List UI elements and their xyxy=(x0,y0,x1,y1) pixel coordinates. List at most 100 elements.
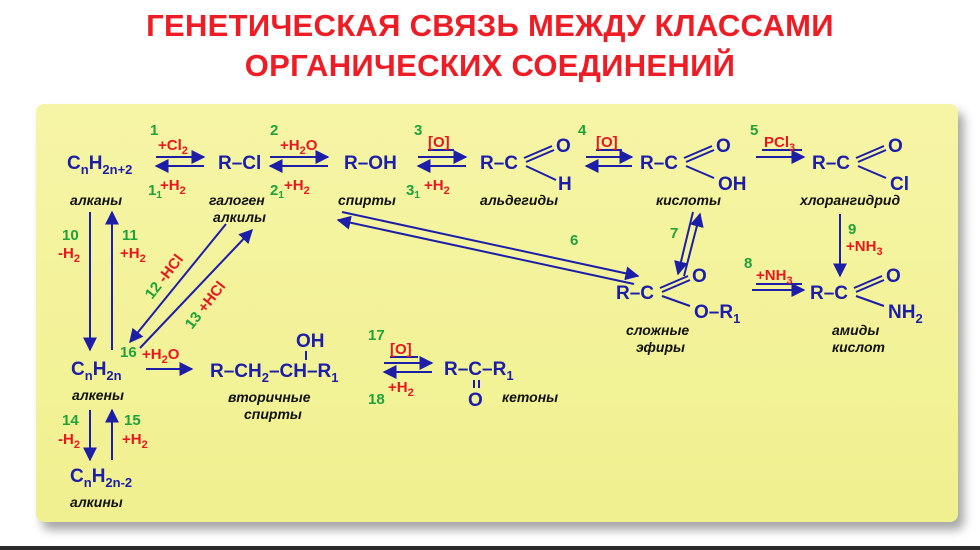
svg-text:NH2: NH2 xyxy=(888,302,923,326)
reaction-number-11: 11 xyxy=(122,227,138,244)
condition-17: [O] xyxy=(390,341,412,358)
arrow-6 xyxy=(341,211,640,281)
svg-text:O: O xyxy=(716,136,731,157)
condition-3-1: +H2 xyxy=(424,177,450,197)
condition-11: +H2 xyxy=(120,245,146,265)
label-esters-1: сложные xyxy=(626,322,689,338)
reaction-number-16: 16 xyxy=(120,344,137,361)
reaction-number-4: 4 xyxy=(578,122,587,139)
node-alkynes: CnH2n-2 алкины xyxy=(70,466,132,510)
svg-text:R–C: R–C xyxy=(810,283,848,304)
condition-14: -H2 xyxy=(58,431,80,451)
reaction-number-6: 6 xyxy=(570,232,578,249)
label-amides-2: кислот xyxy=(832,339,885,355)
condition-15: +H2 xyxy=(122,431,148,451)
svg-text:O: O xyxy=(888,136,903,157)
condition-2: +H2O xyxy=(280,137,318,157)
node-aldehydes: R–C O H альдегиды xyxy=(480,136,572,208)
svg-text:O: O xyxy=(556,136,571,157)
condition-1-1: +H2 xyxy=(160,177,186,197)
arrow-7 xyxy=(674,211,694,276)
svg-text:R–CH2–CH–R1: R–CH2–CH–R1 xyxy=(210,361,339,385)
reaction-number-5: 5 xyxy=(750,122,758,139)
reaction-number-18: 18 xyxy=(368,391,385,408)
svg-text:O: O xyxy=(692,266,707,287)
svg-text:O: O xyxy=(468,390,483,411)
reaction-number-3: 3 xyxy=(414,122,422,139)
node-alcohols: R–OH спирты xyxy=(338,153,397,208)
svg-text:CnH2n: CnH2n xyxy=(71,359,122,383)
node-haloalkanes: R–Cl галоген алкилы xyxy=(209,153,266,225)
svg-text:R–C: R–C xyxy=(480,153,518,174)
reaction-number-7: 7 xyxy=(670,225,678,242)
condition-2-1: +H2 xyxy=(284,177,310,197)
reaction-number-1-1: 11 xyxy=(148,182,162,201)
arrow-13 xyxy=(139,228,253,349)
node-acids: R–C O OH кислоты xyxy=(640,136,747,208)
svg-text:R–C: R–C xyxy=(812,153,850,174)
condition-8: +NH3 xyxy=(756,267,793,287)
svg-text:O–R1: O–R1 xyxy=(694,302,740,326)
label-secondary-alcohols-2: спирты xyxy=(244,406,302,422)
reaction-number-10: 10 xyxy=(62,227,79,244)
svg-text:R–Cl: R–Cl xyxy=(218,153,261,174)
svg-text:R–OH: R–OH xyxy=(344,153,397,174)
node-ketones: R–C–R1 O кетоны xyxy=(444,359,558,411)
node-acyl-chlorides: R–C O Cl хлорангидрид xyxy=(799,136,909,208)
svg-text:R–C: R–C xyxy=(640,153,678,174)
arrow-12 xyxy=(129,223,227,344)
reaction-number-12: 12 -HCl xyxy=(142,251,187,302)
svg-text:OH: OH xyxy=(296,331,325,352)
label-amides-1: амиды xyxy=(832,322,879,338)
label-ketones: кетоны xyxy=(502,389,558,405)
arrow-6-back xyxy=(336,215,635,285)
condition-18: +H2 xyxy=(388,379,414,399)
label-haloalkanes-2: алкилы xyxy=(213,209,266,225)
title-line-2: ОРГАНИЧЕСКИХ СОЕДИНЕНИЙ xyxy=(244,48,736,83)
arrow-7-back xyxy=(683,212,704,277)
reaction-number-13: 13 +HCl xyxy=(182,278,230,332)
label-acyl-chlorides: хлорангидрид xyxy=(799,192,900,208)
reaction-number-3-1: 31 xyxy=(406,182,420,201)
svg-text:R–C: R–C xyxy=(616,283,654,304)
node-esters: R–C O O–R1 сложные эфиры xyxy=(616,266,740,355)
node-alkanes: CnH2n+2 алканы xyxy=(67,153,132,208)
title-line-1: ГЕНЕТИЧЕСКАЯ СВЯЗЬ МЕЖДУ КЛАССАМИ xyxy=(146,8,834,43)
condition-10: -H2 xyxy=(58,245,80,265)
svg-text:Cl: Cl xyxy=(890,174,909,195)
svg-text:CnH2n-2: CnH2n-2 xyxy=(70,466,132,490)
node-alkenes: CnH2n алкены xyxy=(71,359,124,403)
label-alkenes: алкены xyxy=(72,387,124,403)
condition-1: +Cl2 xyxy=(158,137,188,157)
condition-3: [O] xyxy=(428,134,450,151)
bottom-frame xyxy=(0,546,980,550)
reaction-number-15: 15 xyxy=(124,412,141,429)
label-haloalkanes-1: галоген xyxy=(209,192,265,208)
reaction-number-2-1: 21 xyxy=(270,182,284,201)
label-aldehydes: альдегиды xyxy=(480,192,558,208)
reaction-number-9: 9 xyxy=(848,221,856,238)
reaction-number-17: 17 xyxy=(368,327,385,344)
reaction-number-1: 1 xyxy=(150,122,158,139)
svg-text:OH: OH xyxy=(718,174,747,195)
label-secondary-alcohols-1: вторичные xyxy=(228,389,311,405)
reaction-number-8: 8 xyxy=(744,255,752,272)
reaction-number-14: 14 xyxy=(62,412,79,429)
reaction-number-2: 2 xyxy=(270,122,278,139)
condition-5: PCl3 xyxy=(764,134,795,154)
condition-4: [O] xyxy=(596,134,618,151)
label-alcohols: спирты xyxy=(338,192,396,208)
diagram-board xyxy=(36,104,958,522)
label-alkanes: алканы xyxy=(70,192,122,208)
node-amides: R–C O NH2 амиды кислот xyxy=(810,266,923,355)
svg-text:CnH2n+2: CnH2n+2 xyxy=(67,153,132,177)
condition-16: +H2O xyxy=(142,346,180,366)
label-esters-2: эфиры xyxy=(636,339,685,355)
label-acids: кислоты xyxy=(656,192,721,208)
svg-text:H: H xyxy=(558,174,572,195)
label-alkynes: алкины xyxy=(70,494,123,510)
node-secondary-alcohols: OH R–CH2–CH–R1 вторичные спирты xyxy=(210,331,339,422)
svg-text:R–C–R1: R–C–R1 xyxy=(444,359,514,383)
condition-9: +NH3 xyxy=(846,238,883,258)
